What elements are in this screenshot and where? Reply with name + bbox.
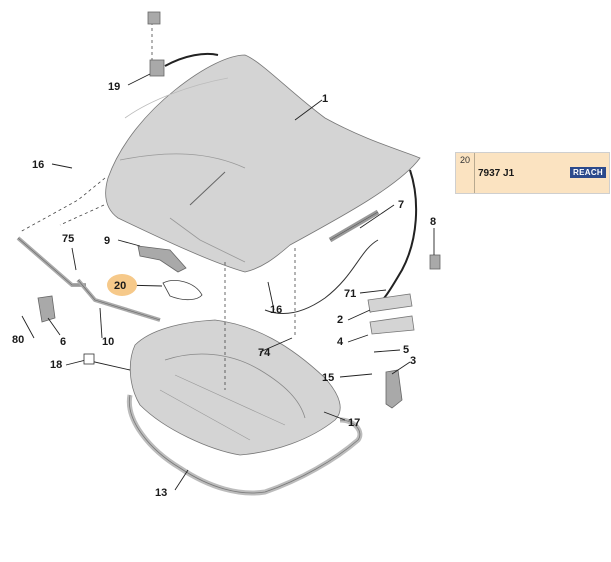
callout-80: 80	[12, 334, 24, 346]
latch-assembly	[367, 293, 415, 335]
callout-5: 5	[403, 344, 409, 356]
callout-16-top: 16	[32, 159, 44, 171]
callout-10: 10	[102, 336, 114, 348]
hood-hinge-top	[147, 11, 219, 77]
insulation-panel	[129, 319, 341, 456]
latch-bracket	[137, 245, 187, 273]
rubber-seal-ring	[126, 394, 363, 496]
callout-8: 8	[430, 216, 436, 228]
gas-strut	[328, 209, 380, 243]
callout-71: 71	[344, 288, 356, 300]
seal-strip-left	[16, 236, 86, 287]
callout-7: 7	[398, 199, 404, 211]
callout-20: 20	[114, 280, 126, 292]
callout-9: 9	[104, 235, 110, 247]
callout-3: 3	[410, 355, 416, 367]
seal-strip-lower	[76, 278, 161, 322]
callout-16-mid: 16	[270, 304, 282, 316]
callout-17: 17	[348, 417, 360, 429]
callout-74: 74	[258, 347, 271, 359]
hood-hinge-left	[37, 295, 56, 323]
reach-badge: REACH	[570, 167, 606, 178]
callout-75: 75	[62, 233, 74, 245]
callout-4: 4	[337, 336, 344, 348]
callout-18: 18	[50, 359, 62, 371]
leader-lines	[21, 73, 435, 491]
callout-1: 1	[322, 93, 328, 105]
callout-6: 6	[60, 336, 66, 348]
part-ref-number: 20	[456, 153, 475, 193]
callout-highlight-20	[107, 274, 137, 296]
latch-hook	[385, 369, 403, 409]
callout-13: 13	[155, 487, 167, 499]
callout-19: 19	[108, 81, 120, 93]
reference-lines	[19, 177, 296, 390]
marker-square-18	[83, 353, 95, 365]
callout-15: 15	[322, 372, 334, 384]
highlighted-part-20	[162, 280, 203, 301]
callout-2: 2	[337, 314, 343, 326]
part-info-panel: 20 7937 J1 REACH	[455, 152, 610, 194]
part-code: 7937 J1	[478, 168, 515, 179]
hood-panel	[105, 54, 421, 273]
